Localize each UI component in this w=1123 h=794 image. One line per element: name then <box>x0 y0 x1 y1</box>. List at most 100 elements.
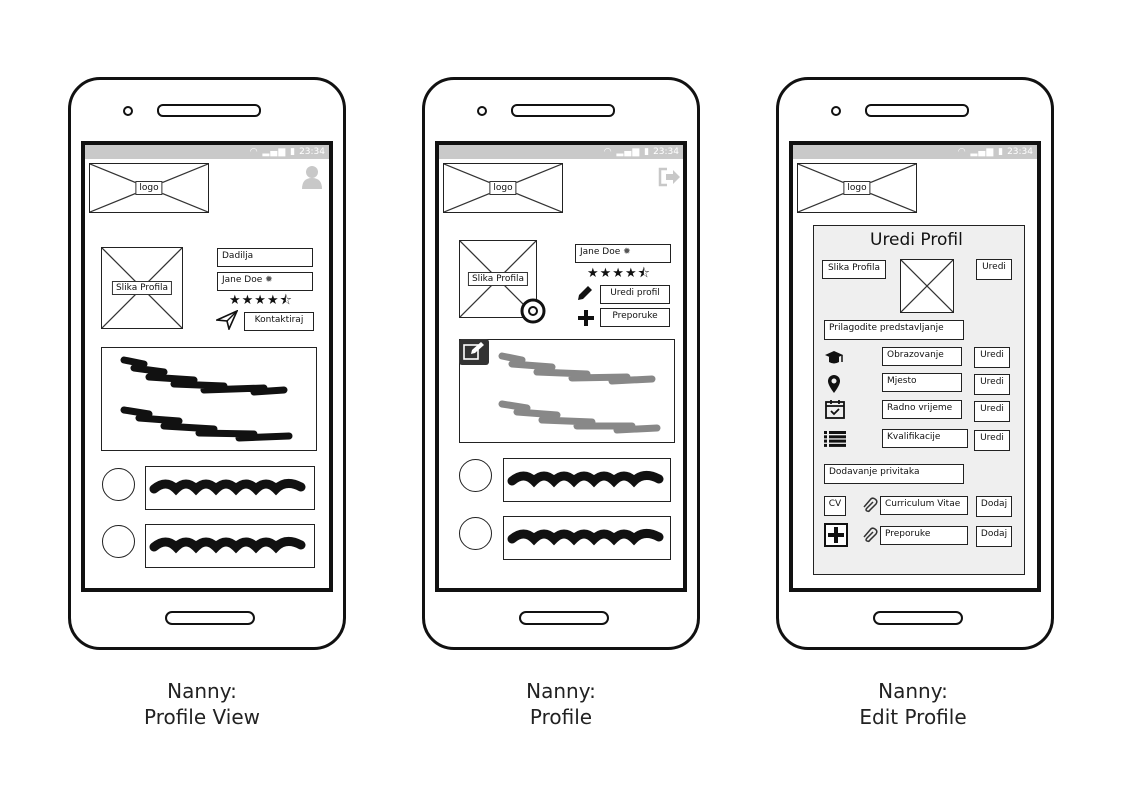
speaker <box>157 104 261 117</box>
phone-edit-profile: ◠ ▂▄▆ ▮23:34 logo Uredi Profil Slika Pro… <box>776 77 1054 650</box>
paperclip-icon <box>862 497 878 519</box>
description-box <box>459 339 675 443</box>
user-icon[interactable] <box>301 165 323 193</box>
graduation-cap-icon <box>824 350 844 370</box>
calendar-icon <box>825 399 845 423</box>
logo-placeholder: logo <box>443 163 563 213</box>
logout-icon[interactable] <box>657 167 681 191</box>
profile-photo-label: Slika Profila <box>111 281 173 295</box>
caption-profile: Nanny: Profile <box>431 678 691 730</box>
name-text: Jane Doe <box>580 247 621 257</box>
paperclip-icon <box>862 527 878 549</box>
camera-icon[interactable] <box>520 298 546 328</box>
camera-dot <box>477 106 487 116</box>
verified-badge-icon: ✹ <box>265 275 273 285</box>
status-bar: ◠ ▂▄▆ ▮23:34 <box>85 145 329 159</box>
status-time: 23:34 <box>653 147 679 157</box>
edit-profile-button[interactable]: Uredi profil <box>600 285 670 304</box>
speaker <box>511 104 615 117</box>
caption-line-2: Profile View <box>143 705 260 729</box>
logo-label: logo <box>135 181 163 195</box>
name-field: Jane Doe ✹ <box>575 244 671 263</box>
location-field: Mjesto <box>882 373 962 392</box>
screen: ◠ ▂▄▆ ▮23:34 logo Uredi Profil Slika Pro… <box>789 141 1041 592</box>
pencil-icon <box>576 284 594 306</box>
page-title: Uredi Profil <box>870 230 963 250</box>
list-avatar-2 <box>102 525 135 558</box>
logo-label: logo <box>489 181 517 195</box>
edit-working-hours-button[interactable]: Uredi <box>974 401 1010 422</box>
add-recommendations-button[interactable]: Dodaj <box>976 526 1012 547</box>
caption-line-1: Nanny: <box>526 679 596 703</box>
edit-profile-panel: Uredi Profil Slika Profila Uredi Prilago… <box>813 225 1025 575</box>
verified-badge-icon: ✹ <box>623 247 631 257</box>
cv-field: Curriculum Vitae <box>880 496 968 515</box>
edit-qualifications-button[interactable]: Uredi <box>974 430 1010 451</box>
edit-education-button[interactable]: Uredi <box>974 347 1010 368</box>
list-item-2[interactable] <box>145 524 315 568</box>
wifi-signal-icon: ◠ ▂▄▆ ▮ <box>603 147 651 157</box>
phone-profile: ◠ ▂▄▆ ▮23:34 logo Slika Profila Jane Doe… <box>422 77 700 650</box>
profile-photo-label: Slika Profila <box>467 272 529 286</box>
status-time: 23:34 <box>1007 147 1033 157</box>
recommendations-button[interactable]: Preporuke <box>600 308 670 327</box>
edit-location-button[interactable]: Uredi <box>974 374 1010 395</box>
caption-line-2: Edit Profile <box>859 705 967 729</box>
name-field: Jane Doe ✹ <box>217 272 313 291</box>
caption-profile-view: Nanny: Profile View <box>72 678 332 730</box>
wifi-signal-icon: ◠ ▂▄▆ ▮ <box>249 147 297 157</box>
logo-label: logo <box>843 181 871 195</box>
list-icon <box>824 431 846 451</box>
caption-line-2: Profile <box>529 705 593 729</box>
status-bar: ◠ ▂▄▆ ▮23:34 <box>793 145 1037 159</box>
attachments-label: Dodavanje privitaka <box>824 464 964 484</box>
description-box <box>101 347 317 451</box>
wifi-signal-icon: ◠ ▂▄▆ ▮ <box>957 147 1005 157</box>
list-avatar-1 <box>102 468 135 501</box>
list-item-1[interactable] <box>145 466 315 510</box>
caption-line-1: Nanny: <box>167 679 237 703</box>
speaker <box>865 104 969 117</box>
profile-photo <box>900 259 954 313</box>
list-item-2[interactable] <box>503 516 671 560</box>
add-cv-button[interactable]: Dodaj <box>976 496 1012 517</box>
working-hours-field: Radno vrijeme <box>882 400 962 419</box>
rating-stars: ★★★★⯪ <box>229 293 293 308</box>
education-field: Obrazovanje <box>882 347 962 366</box>
list-avatar-1 <box>459 459 492 492</box>
send-icon <box>213 309 239 334</box>
recommendations-field: Preporuke <box>880 526 968 545</box>
cv-label: CV <box>824 496 846 516</box>
scribble-text <box>120 356 293 442</box>
status-bar: ◠ ▂▄▆ ▮23:34 <box>439 145 683 159</box>
camera-dot <box>123 106 133 116</box>
rating-stars: ★★★★⯪ <box>587 266 651 281</box>
profile-photo-label: Slika Profila <box>822 260 886 279</box>
screen: ◠ ▂▄▆ ▮23:34 logo Slika Profila Dadilja … <box>81 141 333 592</box>
edit-icon[interactable] <box>459 339 489 369</box>
role-field: Dadilja <box>217 248 313 267</box>
qualifications-field: Kvalifikacije <box>882 429 968 448</box>
contact-button[interactable]: Kontaktiraj <box>244 312 314 331</box>
caption-edit-profile: Nanny: Edit Profile <box>783 678 1043 730</box>
list-avatar-2 <box>459 517 492 550</box>
location-pin-icon <box>827 374 841 398</box>
status-time: 23:34 <box>299 147 325 157</box>
add-attachment-icon[interactable] <box>824 523 848 551</box>
list-item-1[interactable] <box>503 458 671 502</box>
home-button <box>165 611 255 625</box>
caption-line-1: Nanny: <box>878 679 948 703</box>
home-button <box>519 611 609 625</box>
edit-photo-button[interactable]: Uredi <box>976 259 1012 280</box>
home-button <box>873 611 963 625</box>
profile-photo[interactable]: Slika Profila <box>101 247 183 329</box>
camera-dot <box>831 106 841 116</box>
phone-profile-view: ◠ ▂▄▆ ▮23:34 logo Slika Profila Dadilja … <box>68 77 346 650</box>
logo-placeholder: logo <box>797 163 917 213</box>
logo-placeholder: logo <box>89 163 209 213</box>
customize-label: Prilagodite predstavljanje <box>824 320 964 340</box>
scribble-text <box>498 352 661 434</box>
name-text: Jane Doe <box>222 275 263 285</box>
screen: ◠ ▂▄▆ ▮23:34 logo Slika Profila Jane Doe… <box>435 141 687 592</box>
plus-icon <box>577 309 595 331</box>
